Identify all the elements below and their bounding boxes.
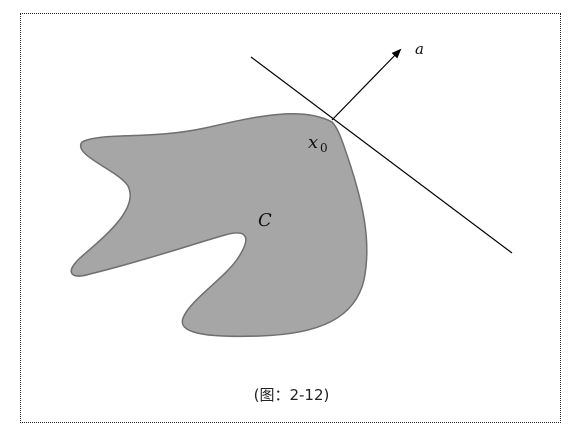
figure-frame	[20, 13, 561, 423]
set-label: C	[258, 210, 272, 231]
point-subscript: 0	[320, 141, 328, 155]
supporting-hyperplane	[250, 56, 513, 254]
normal-label: a	[415, 40, 424, 58]
normal-vector-arrow	[331, 48, 402, 121]
figure-caption: (图：2-12)	[253, 386, 330, 404]
set-c-region	[70, 113, 368, 338]
point-label: x	[308, 132, 318, 153]
